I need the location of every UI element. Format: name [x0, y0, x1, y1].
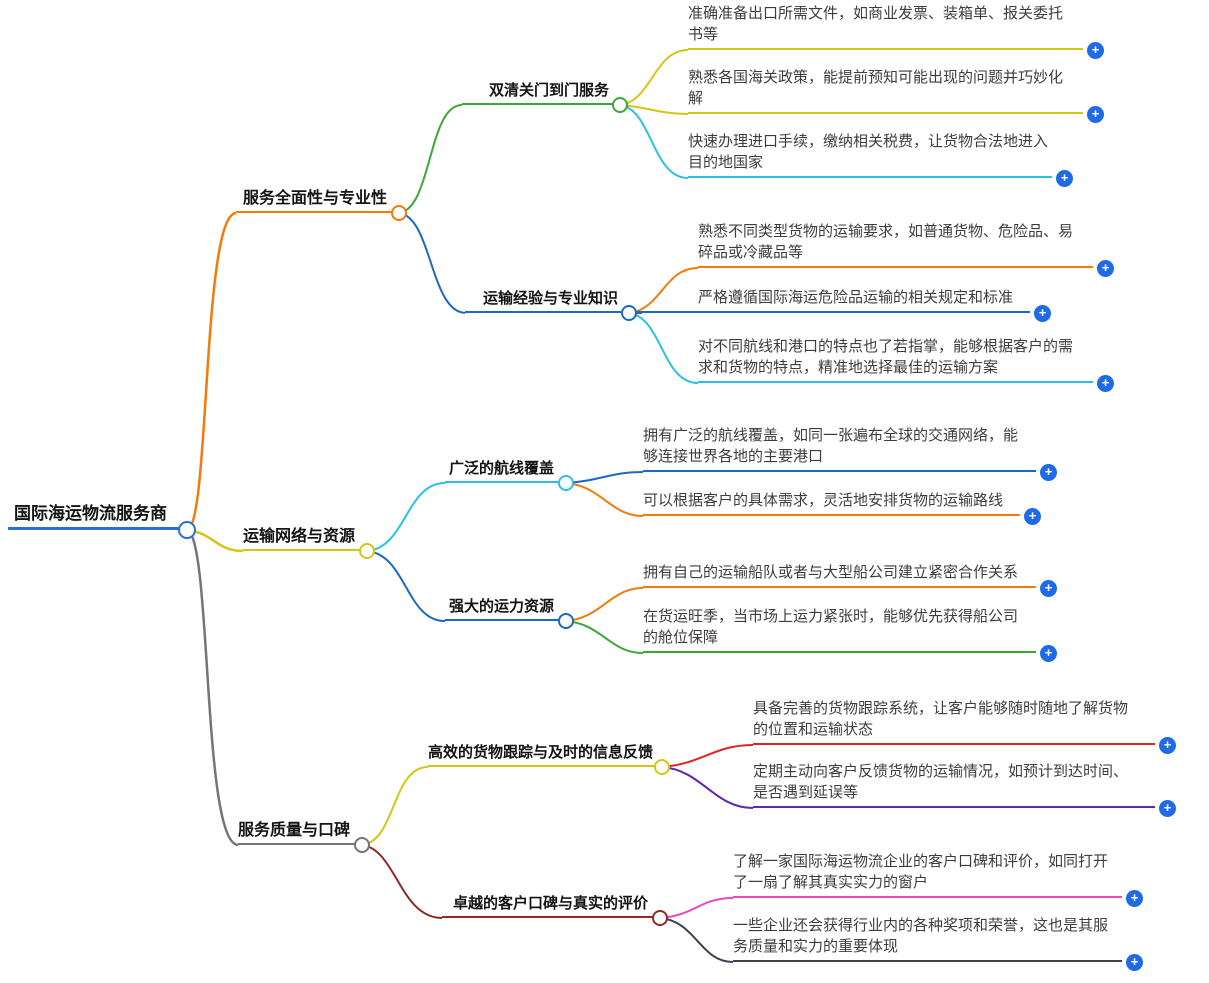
topic-label: 服务质量与口碑 [238, 822, 351, 839]
leaf-node[interactable]: 拥有自己的运输船队或者与大型船公司建立紧密合作关系 [643, 562, 1036, 588]
edge-to-capacity-resources [366, 550, 446, 622]
root-node[interactable]: 国际海运物流服务商 [8, 499, 180, 530]
expand-icon[interactable]: + [1024, 508, 1041, 525]
topic-label: 双清关门到门服务 [488, 82, 609, 99]
leaf-node[interactable]: 快速办理进口手续，缴纳相关税费，让货物合法地进入目的地国家 [688, 131, 1052, 178]
edge-leaf-proactive-feedback [661, 766, 754, 809]
service-quality-handle[interactable] [354, 837, 370, 853]
topic-transport-experience-knowledge[interactable]: 运输经验与专业知识 [465, 287, 623, 313]
topic-cargo-tracking-feedback[interactable]: 高效的货物跟踪与及时的信息反馈 [428, 741, 655, 767]
route-coverage-handle[interactable] [558, 475, 574, 491]
edge-to-route-coverage [366, 482, 446, 552]
leaf-text: 拥有自己的运输船队或者与大型船公司建立紧密合作关系 [643, 564, 1019, 581]
leaf-node[interactable]: 了解一家国际海运物流企业的客户口碑和评价，如同打开了一扇了解其真实实力的窗户 [733, 851, 1122, 898]
leaf-text: 拥有广泛的航线覆盖，如同一张遍布全球的交通网络，能够连接世界各地的主要港口 [643, 427, 1019, 465]
leaf-node[interactable]: 严格遵循国际海运危险品运输的相关规定和标准 [637, 287, 1030, 313]
expand-icon[interactable]: + [1040, 645, 1057, 662]
edge-leaf-own-fleet [565, 587, 644, 622]
topic-customer-reputation-reviews[interactable]: 卓越的客户口碑与真实的评价 [442, 892, 653, 918]
leaf-text: 对不同航线和港口的特点也了若指掌，能够根据客户的需求和货物的特点，精准地选择最佳… [698, 338, 1074, 376]
leaf-text: 准确准备出口所需文件，如商业发票、装箱单、报关委托书等 [688, 5, 1064, 43]
double-clearance-handle[interactable] [612, 97, 628, 113]
expand-icon[interactable]: + [1159, 737, 1176, 754]
expand-icon[interactable]: + [1034, 305, 1051, 322]
root-node-handle[interactable] [178, 521, 196, 539]
topic-label: 运输网络与资源 [243, 528, 356, 545]
leaf-node[interactable]: 准确准备出口所需文件，如商业发票、装箱单、报关委托书等 [688, 3, 1083, 50]
leaf-node[interactable]: 具备完善的货物跟踪系统，让客户能够随时随地了解货物的位置和运输状态 [753, 698, 1155, 745]
topic-label: 运输经验与专业知识 [482, 290, 618, 307]
leaf-node[interactable]: 可以根据客户的具体需求，灵活地安排货物的运输路线 [643, 490, 1020, 516]
edge-leaf-industry-awards [659, 917, 734, 963]
expand-icon[interactable]: + [1040, 580, 1057, 597]
topic-label: 强大的运力资源 [448, 598, 554, 615]
topic-label: 广泛的航线覆盖 [448, 460, 554, 477]
topic-double-clearance-door-to-door[interactable]: 双清关门到门服务 [462, 79, 614, 105]
leaf-text: 具备完善的货物跟踪系统，让客户能够随时随地了解货物的位置和运输状态 [753, 700, 1129, 738]
leaf-text: 严格遵循国际海运危险品运输的相关规定和标准 [698, 289, 1014, 306]
leaf-text: 熟悉不同类型货物的运输要求，如普通货物、危险品、易碎品或冷藏品等 [698, 223, 1074, 261]
leaf-node[interactable]: 拥有广泛的航线覆盖，如同一张遍布全球的交通网络，能够连接世界各地的主要港口 [643, 425, 1036, 472]
expand-icon[interactable]: + [1040, 464, 1057, 481]
transport-experience-handle[interactable] [621, 305, 637, 321]
leaf-node[interactable]: 熟悉不同类型货物的运输要求，如普通货物、危险品、易碎品或冷藏品等 [698, 221, 1093, 268]
leaf-node[interactable]: 熟悉各国海关政策，能提前预知可能出现的问题并巧妙化解 [688, 67, 1083, 114]
leaf-text: 一些企业还会获得行业内的各种奖项和荣誉，这也是其服务质量和实力的重要体现 [733, 917, 1109, 955]
edge-leaf-import-procedures [619, 104, 689, 179]
topic-strong-capacity-resources[interactable]: 强大的运力资源 [445, 595, 559, 621]
edge-leaf-cargo-types [628, 267, 699, 314]
topic-transport-network-resources[interactable]: 运输网络与资源 [243, 522, 360, 551]
expand-icon[interactable]: + [1159, 800, 1176, 817]
edge-leaf-tracking-system [661, 744, 754, 768]
expand-icon[interactable]: + [1126, 890, 1143, 907]
leaf-text: 在货运旺季，当市场上运力紧张时，能够优先获得船公司的舱位保障 [643, 608, 1019, 646]
edge-leaf-reviews-window [659, 897, 734, 919]
leaf-text: 定期主动向客户反馈货物的运输情况，如预计到达时间、是否遇到延误等 [753, 763, 1129, 801]
edge-root-to-service-comprehensiveness [186, 211, 237, 532]
leaf-text: 可以根据客户的具体需求，灵活地安排货物的运输路线 [643, 492, 1004, 509]
edge-leaf-route-ports [628, 312, 699, 384]
edge-to-customer-reputation [361, 844, 443, 919]
transport-network-handle[interactable] [359, 543, 375, 559]
leaf-node[interactable]: 定期主动向客户反馈货物的运输情况，如预计到达时间、是否遇到延误等 [753, 761, 1155, 808]
leaf-node[interactable]: 对不同航线和港口的特点也了若指掌，能够根据客户的需求和货物的特点，精准地选择最佳… [698, 336, 1093, 383]
service-comprehensiveness-handle[interactable] [391, 205, 407, 221]
topic-label: 高效的货物跟踪与及时的信息反馈 [428, 744, 654, 761]
leaf-text: 快速办理进口手续，缴纳相关税费，让货物合法地进入目的地国家 [688, 133, 1049, 171]
topic-service-quality-reputation[interactable]: 服务质量与口碑 [238, 816, 355, 845]
edge-to-cargo-tracking [361, 766, 429, 846]
topic-service-comprehensiveness[interactable]: 服务全面性与专业性 [236, 184, 392, 213]
leaf-text: 了解一家国际海运物流企业的客户口碑和评价，如同打开了一扇了解其真实实力的窗户 [733, 853, 1109, 891]
expand-icon[interactable]: + [1087, 42, 1104, 59]
expand-icon[interactable]: + [1056, 170, 1073, 187]
edge-to-double-clearance [398, 104, 463, 214]
root-label: 国际海运物流服务商 [14, 504, 167, 523]
expand-icon[interactable]: + [1126, 954, 1143, 971]
topic-label: 服务全面性与专业性 [242, 190, 387, 207]
leaf-node[interactable]: 在货运旺季，当市场上运力紧张时，能够优先获得船公司的舱位保障 [643, 606, 1036, 653]
expand-icon[interactable]: + [1087, 106, 1104, 123]
customer-reputation-handle[interactable] [652, 910, 668, 926]
edge-leaf-global-network [565, 471, 644, 484]
expand-icon[interactable]: + [1097, 375, 1114, 392]
leaf-text: 熟悉各国海关政策，能提前预知可能出现的问题并巧妙化解 [688, 69, 1064, 107]
edge-leaf-export-documents [619, 49, 689, 106]
cargo-tracking-handle[interactable] [654, 759, 670, 775]
edge-leaf-flexible-routes [565, 482, 644, 517]
topic-wide-route-coverage[interactable]: 广泛的航线覆盖 [445, 457, 559, 483]
edge-root-to-service-quality [186, 528, 239, 847]
leaf-node[interactable]: 一些企业还会获得行业内的各种奖项和荣誉，这也是其服务质量和实力的重要体现 [733, 915, 1122, 962]
edge-to-transport-experience [398, 212, 466, 314]
capacity-resources-handle[interactable] [558, 613, 574, 629]
expand-icon[interactable]: + [1097, 260, 1114, 277]
edge-leaf-peak-season [565, 620, 644, 654]
topic-label: 卓越的客户口碑与真实的评价 [452, 895, 648, 912]
